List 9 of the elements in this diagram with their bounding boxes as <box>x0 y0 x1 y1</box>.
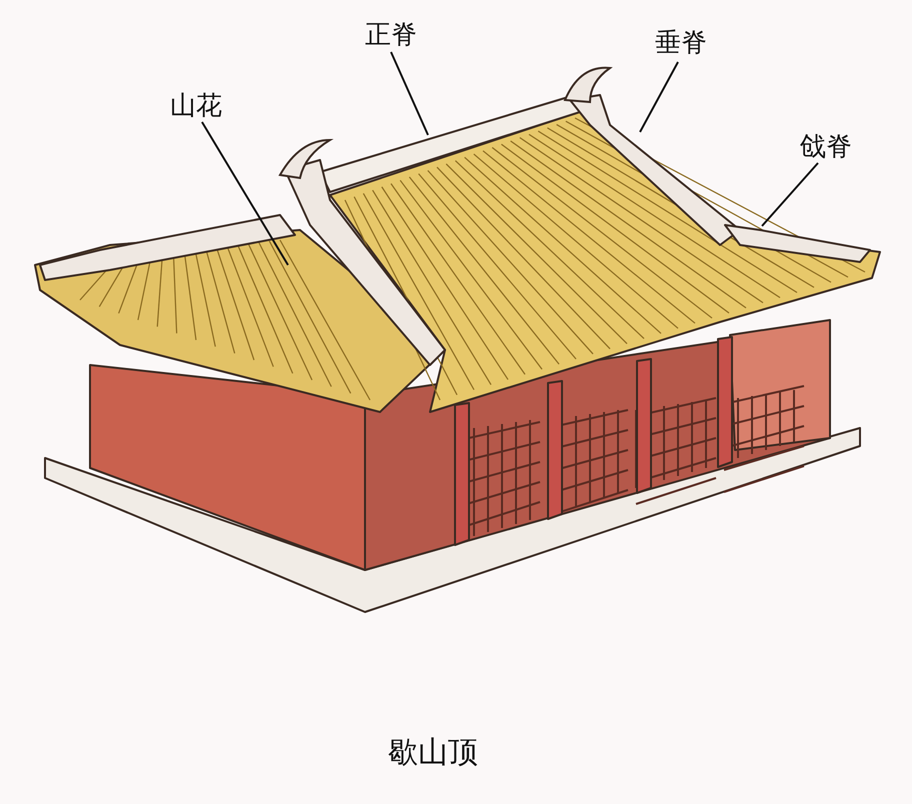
part-label: 正脊 <box>365 22 417 48</box>
caption: 歇山顶 <box>388 738 478 768</box>
part-label: 垂脊 <box>655 30 707 56</box>
part-label: 山花 <box>170 93 222 119</box>
leader-line <box>390 52 429 136</box>
leader-line <box>639 62 679 132</box>
part-label: 戗脊 <box>800 134 852 160</box>
leader-line <box>201 121 289 266</box>
leader-line <box>761 162 819 227</box>
